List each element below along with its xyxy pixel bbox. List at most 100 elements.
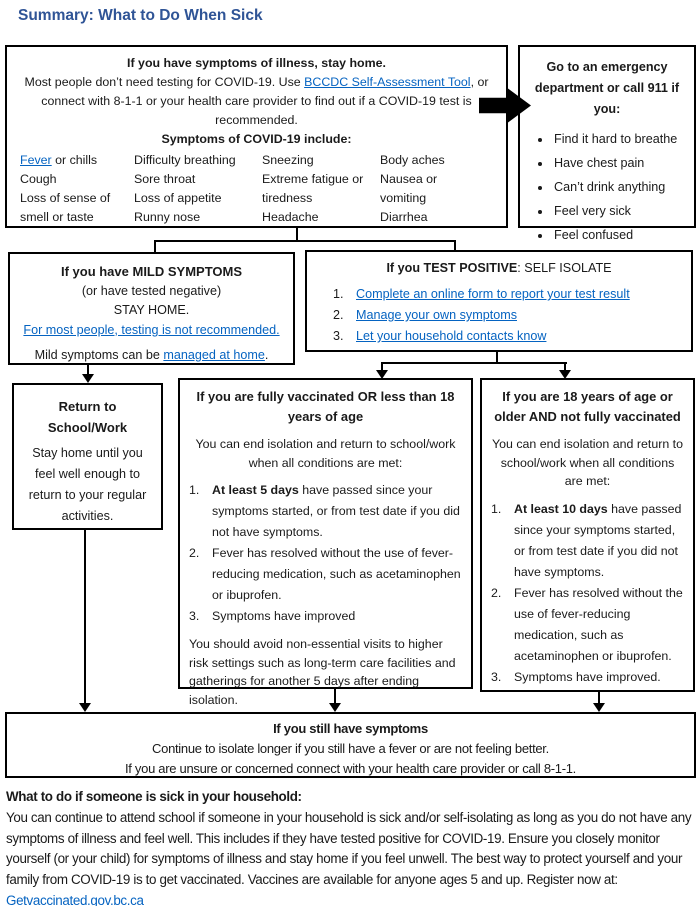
connector-line — [496, 352, 498, 364]
symptom-item: Sore throat — [134, 172, 196, 186]
household-section: What to do if someone is sick in your ho… — [6, 787, 696, 906]
down-arrow-icon — [559, 370, 571, 379]
symptom-columns: Fever or chills Cough Loss of sense of s… — [17, 149, 496, 227]
emergency-bullet: Have chest pain — [552, 154, 688, 172]
connector-line — [87, 365, 89, 376]
unvaccinated-intro: You can end isolation and return to scho… — [491, 437, 684, 489]
condition-item: 2. Fever has resolved without the use of… — [491, 583, 684, 667]
down-arrow-icon — [376, 370, 388, 379]
fully-vaccinated-box: If you are fully vaccinated OR less than… — [178, 378, 473, 707]
managed-at-home-link[interactable]: managed at home — [163, 348, 265, 362]
return-heading: Return to School/Work — [47, 399, 128, 435]
fever-link[interactable]: Fever — [20, 153, 52, 167]
condition-item: 3. Symptoms have improved. — [491, 667, 684, 688]
positive-step: 1. Complete an online form to report you… — [333, 284, 681, 305]
connector-line — [154, 240, 156, 253]
emergency-bullet: Find it hard to breathe — [552, 130, 688, 148]
condition-bold: At least 10 days — [514, 501, 608, 516]
symptom-list-heading: Symptoms of COVID-19 include: — [161, 132, 352, 146]
symptom-item: Fever or chills — [20, 151, 134, 170]
vaccinated-conditions-list: 1. At least 5 days have passed since you… — [189, 480, 462, 627]
mild-stay-home: STAY HOME. — [113, 303, 190, 317]
mild-subheading: (or have tested negative) — [81, 283, 222, 298]
condition-text: Fever has resolved without the use of fe… — [212, 546, 461, 603]
connector-line — [334, 689, 336, 704]
positive-heading-rest: : SELF ISOLATE — [517, 261, 612, 275]
condition-text: Symptoms have improved. — [514, 669, 661, 684]
step-number: 1. — [333, 287, 344, 301]
mild-managed-line: Mild symptoms can be managed at home. — [10, 346, 293, 366]
connector-line — [154, 240, 456, 242]
condition-number: 2. — [189, 546, 200, 561]
symptom-item: Sneezing — [262, 153, 314, 167]
intro-text-post: , or connect with 8-1-1 or your health c… — [41, 75, 489, 127]
intro-text-pre: Most people don’t need testing for COVID… — [24, 75, 305, 89]
connector-line — [381, 362, 567, 364]
symptom-column-1: Fever or chills Cough Loss of sense of s… — [20, 151, 134, 227]
symptom-item: Extreme fatigue or tiredness — [262, 172, 364, 205]
household-link-line: Getvaccinated.gov.bc.ca — [6, 891, 696, 906]
symptom-item: Cough — [20, 172, 57, 186]
symptom-item: Diarrhea — [380, 210, 428, 224]
down-arrow-icon — [593, 703, 605, 712]
symptoms-stay-home-box: If you have symptoms of illness, stay ho… — [5, 45, 508, 228]
emergency-box: Go to an emergency department or call 91… — [518, 45, 696, 242]
mild-symptoms-box: If you have MILD SYMPTOMS (or have teste… — [8, 252, 295, 365]
condition-item: 3. Symptoms have improved — [189, 606, 462, 627]
positive-steps-list: 1. Complete an online form to report you… — [317, 284, 681, 347]
not-fully-vaccinated-box: If you are 18 years of age or older AND … — [480, 378, 695, 692]
condition-text: have passed since your symptoms started,… — [514, 501, 682, 579]
symptom-item: Runny nose — [134, 210, 201, 224]
condition-number: 1. — [189, 483, 200, 498]
vaccinated-footer: You should avoid non-essential visits to… — [189, 637, 456, 707]
symptom-box-intro: Most people don’t need testing for COVID… — [22, 73, 492, 130]
condition-bold: At least 5 days — [212, 483, 299, 498]
symptom-column-2: Difficulty breathing Sore throat Loss of… — [134, 151, 262, 227]
connector-line — [296, 228, 298, 242]
page-title: Summary: What to Do When Sick — [18, 7, 263, 24]
symptom-item: Loss of appetite — [134, 191, 222, 205]
positive-heading-bold: If you TEST POSITIVE — [386, 261, 518, 275]
connector-line — [84, 530, 86, 704]
still-line-2: If you are unsure or concerned connect w… — [125, 761, 576, 776]
mild-heading: If you have MILD SYMPTOMS — [60, 264, 243, 279]
condition-item: 1. At least 5 days have passed since you… — [189, 480, 462, 543]
condition-item: 2. Fever has resolved without the use of… — [189, 543, 462, 606]
condition-number: 1. — [491, 501, 502, 516]
symptom-item: Body aches — [380, 153, 445, 167]
emergency-bullet: Feel confused — [552, 226, 688, 244]
down-arrow-icon — [82, 374, 94, 383]
manage-symptoms-link[interactable]: Manage your own symptoms — [356, 308, 517, 322]
testing-not-recommended-link[interactable]: For most people, testing is not recommen… — [23, 322, 280, 337]
vaccinated-intro: You can end isolation and return to scho… — [195, 437, 456, 470]
emergency-bullet: Feel very sick — [552, 202, 688, 220]
return-body: Stay home until you feel well enough to … — [28, 446, 147, 523]
symptom-item: Nausea or vomiting — [380, 172, 438, 205]
report-test-result-link[interactable]: Complete an online form to report your t… — [356, 287, 630, 301]
symptom-column-4: Body aches Nausea or vomiting Diarrhea — [380, 151, 482, 227]
symptom-item: Headache — [262, 210, 319, 224]
still-line-1: Continue to isolate longer if you still … — [152, 741, 549, 756]
household-contacts-link[interactable]: Let your household contacts know — [356, 329, 547, 343]
getvaccinated-link[interactable]: Getvaccinated.gov.bc.ca — [6, 892, 144, 906]
down-arrow-icon — [329, 703, 341, 712]
step-number: 3. — [333, 329, 344, 343]
condition-text: have passed since your symptoms started,… — [212, 483, 460, 540]
test-positive-box: If you TEST POSITIVE: SELF ISOLATE 1. Co… — [305, 250, 693, 352]
condition-item: 1. At least 10 days have passed since yo… — [491, 499, 684, 583]
emergency-bullet: Can’t drink anything — [552, 178, 688, 196]
emergency-bullet-list: Find it hard to breathe Have chest pain … — [526, 130, 688, 244]
still-have-symptoms-box: If you still have symptoms Continue to i… — [5, 712, 696, 778]
condition-number: 3. — [491, 669, 502, 684]
mild-testing-line: For most people, testing is not recommen… — [10, 321, 293, 341]
positive-heading: If you TEST POSITIVE: SELF ISOLATE — [317, 261, 681, 275]
return-to-school-work-box: Return to School/Work Stay home until yo… — [12, 383, 163, 530]
bccdc-self-assessment-link[interactable]: BCCDC Self-Assessment Tool — [304, 75, 471, 89]
vaccinated-heading: If you are fully vaccinated OR less than… — [196, 389, 455, 424]
positive-step: 2. Manage your own symptoms — [333, 305, 681, 326]
connector-line — [454, 240, 456, 251]
unvaccinated-conditions-list: 1. At least 10 days have passed since yo… — [491, 499, 684, 688]
connector-line — [564, 362, 566, 372]
managed-text-post: . — [264, 348, 269, 362]
